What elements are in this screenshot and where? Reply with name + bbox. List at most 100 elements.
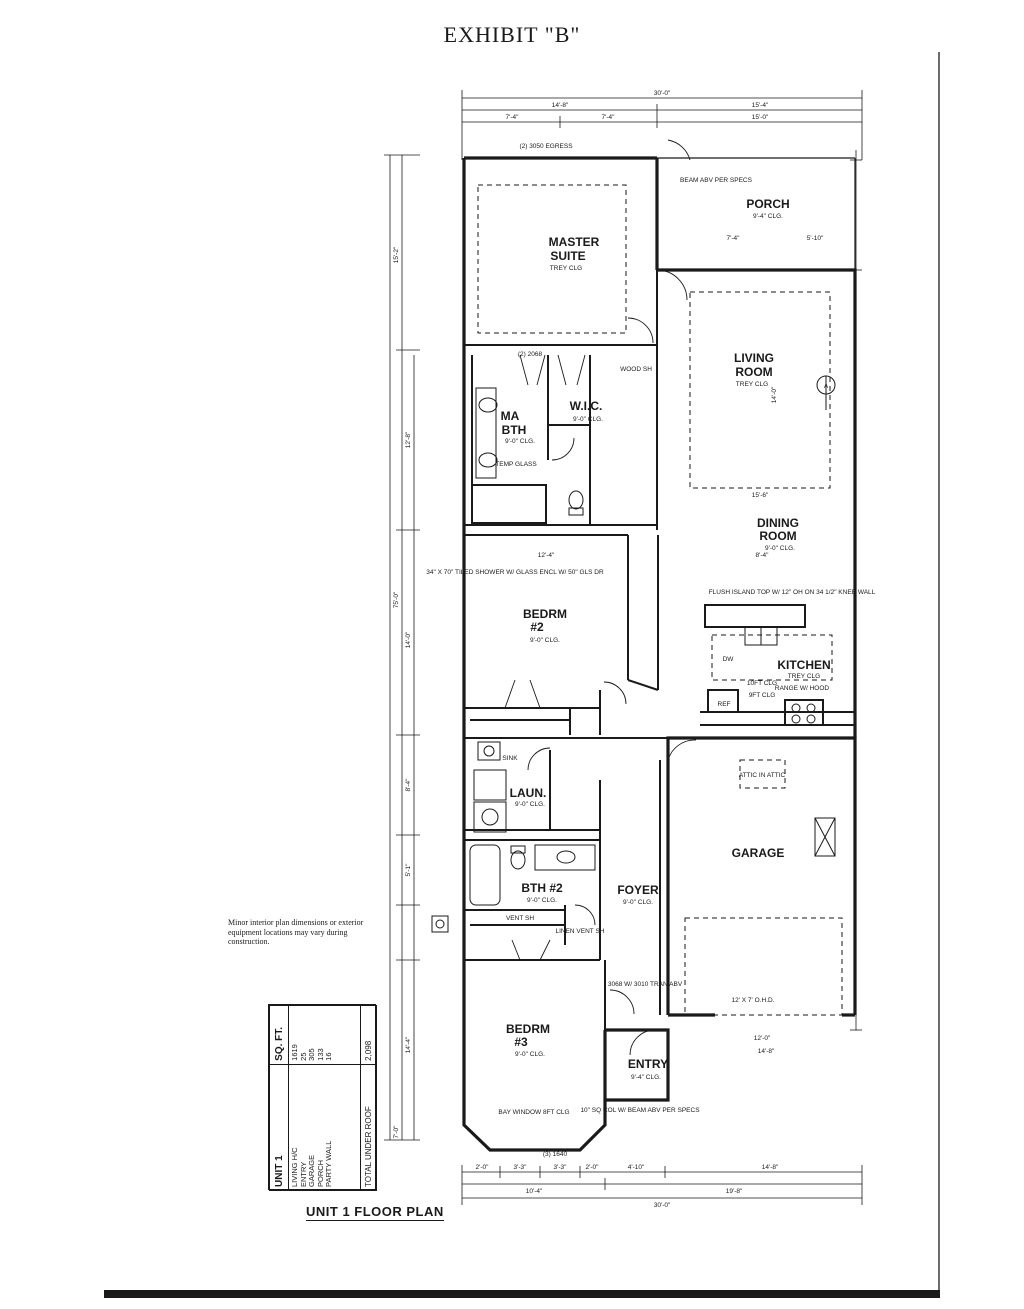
dim-bottom-seg6: 14'-8": [762, 1164, 779, 1171]
dim-bottom-left: 10'-4": [526, 1188, 543, 1195]
sqft-total-label: TOTAL UNDER ROOF: [360, 1064, 377, 1191]
dim-dining-width: 8'-4": [756, 552, 770, 559]
dim-left-3: 14'-0": [405, 631, 412, 648]
label-bth: BTH: [502, 423, 527, 437]
label-laun-clg: 9'-0" CLG.: [515, 801, 545, 808]
note-wood-sh: WOOD SH: [620, 366, 652, 373]
sqft-header-sqft: SQ. FT.: [269, 1005, 289, 1065]
label-bedrm2-num: #2: [530, 620, 544, 634]
note-9ft: 9FT CLG: [749, 692, 776, 699]
note-tempered: TEMP GLASS: [495, 461, 537, 468]
sqft-header-unit: UNIT 1: [269, 1064, 289, 1191]
dim-living-height: 14'-0": [771, 386, 778, 403]
label-living: LIVING: [734, 351, 774, 365]
note-10ft: 10FT CLG: [747, 680, 777, 687]
label-bedrm3-clg: 9'-0" CLG.: [515, 1051, 545, 1058]
dim-bottom-seg3: 3'-3": [554, 1164, 568, 1171]
dim-bedrm2-width: 12'-4": [538, 552, 555, 559]
exterior-walls: [462, 156, 857, 1152]
label-porch-clg: 9'-4" CLG.: [753, 213, 783, 220]
label-bedrm2-clg: 9'-0" CLG.: [530, 637, 560, 644]
dim-overall-bottom: 30'-0": [654, 1202, 671, 1209]
bottom-scan-bar: [104, 1290, 940, 1298]
dim-garage-width2: 14'-8": [758, 1048, 775, 1055]
note-col: 10" SQ COL W/ BEAM ABV PER SPECS: [580, 1107, 700, 1114]
room-labels: MASTER SUITE TREY CLG PORCH 9'-4" CLG. L…: [501, 197, 831, 1081]
dim-top-mid2: 7'-4": [602, 114, 616, 121]
note-shower: 34" X 70" TILED SHOWER W/ GLASS ENCL W/ …: [426, 569, 604, 576]
note-vent-sh: VENT SH: [506, 915, 534, 922]
section-marker-a: A: [824, 383, 829, 390]
dim-porch-width2: 5'-10": [807, 235, 824, 242]
note-window-bd3: (3) 1640: [543, 1151, 568, 1158]
exhibit-title: EXHIBIT "B": [443, 22, 581, 47]
label-entry: ENTRY: [628, 1057, 668, 1071]
note-ref: REF: [718, 701, 731, 708]
note-garage-door: 12' X 7' O.H.D.: [732, 997, 775, 1004]
note-attic: ATTIC IN ATTIC: [739, 772, 786, 779]
page-edge-line: [938, 52, 940, 1292]
dim-bottom-seg2: 3'-3": [514, 1164, 528, 1171]
dim-bottom-seg5: 4'-10": [628, 1164, 645, 1171]
label-wic-clg: 9'-0" CLG.: [573, 416, 603, 423]
interior-walls: [464, 270, 855, 1030]
note-beam: BEAM ABV PER SPECS: [680, 177, 753, 184]
label-garage: GARAGE: [732, 846, 785, 860]
top-dimension-lines: [461, 90, 863, 160]
label-master-suite: SUITE: [550, 249, 585, 263]
note-tran: 3068 W/ 3010 TRAN ABV: [608, 981, 683, 988]
label-bth2-clg: 9'-0" CLG.: [527, 897, 557, 904]
plan-caption: UNIT 1 FLOOR PLAN: [306, 1204, 444, 1221]
label-living-clg: TREY CLG: [736, 381, 768, 388]
label-dining-room: ROOM: [759, 529, 796, 543]
label-entry-clg: 9'-4" CLG.: [631, 1074, 661, 1081]
dim-porch-width: 7'-4": [727, 235, 741, 242]
note-flush-island: FLUSH ISLAND TOP W/ 12" OH ON 34 1/2" KN…: [709, 589, 876, 596]
sqft-values: 1619 25 305 133 16: [288, 1005, 361, 1065]
label-bth2: BTH #2: [521, 881, 563, 895]
label-bedrm2: BEDRM: [523, 607, 567, 621]
label-ma: MA: [501, 409, 520, 423]
dim-left-1: 15'-2": [393, 246, 400, 263]
sqft-labels: LIVING H/C ENTRY GARAGE PORCH PARTY WALL: [288, 1064, 361, 1191]
label-kitchen: KITCHEN: [777, 658, 830, 672]
sqft-total-value: 2,098: [360, 1005, 377, 1065]
note-egress-top: (2) 3050 EGRESS: [519, 143, 573, 150]
dim-left-6: 14'-4": [405, 1036, 412, 1053]
label-bedrm3: BEDRM: [506, 1022, 550, 1036]
dim-left-overall: 75'-0": [393, 591, 400, 608]
trey-ceiling-outlines: [477, 184, 843, 1016]
note-linen: LINEN VENT SH: [555, 928, 604, 935]
dim-overall-top: 30'-0": [654, 90, 671, 97]
dim-top-left2: 7'-4": [506, 114, 520, 121]
dim-bottom-right: 19'-8": [726, 1188, 743, 1195]
label-ma-bth-clg: 9'-0" CLG.: [505, 438, 535, 445]
label-dining: DINING: [757, 516, 799, 530]
dim-left-7: 7'-0": [393, 1125, 400, 1139]
note-range: RANGE W/ HOOD: [775, 685, 829, 692]
dim-top-right2: 15'-0": [752, 114, 769, 121]
label-foyer: FOYER: [617, 883, 659, 897]
dim-living-width: 15'-6": [752, 492, 769, 499]
label-master-clg: TREY CLG: [550, 265, 582, 272]
dim-left-2: 12'-8": [405, 431, 412, 448]
label-master: MASTER: [549, 235, 600, 249]
note-bay-window: BAY WINDOW 8FT CLG: [498, 1109, 569, 1116]
note-sink: SINK: [502, 755, 518, 762]
bottom-dimension-lines: [461, 1165, 863, 1205]
dim-top-right: 15'-4": [752, 102, 769, 109]
label-living-room: ROOM: [735, 365, 772, 379]
dim-garage-width: 12'-0": [754, 1035, 771, 1042]
interior-dimensions: 15'-6" 14'-0" 12'-0" 14'-8" 12'-4" 8'-4"…: [538, 235, 824, 1055]
construction-note: Minor interior plan dimensions or exteri…: [228, 918, 364, 946]
label-bedrm3-num: #3: [514, 1035, 528, 1049]
dim-bottom-seg4: 2'-0": [586, 1164, 600, 1171]
note-window-2068: (2) 2068: [518, 351, 543, 358]
label-wic: W.I.C.: [570, 399, 603, 413]
door-swings: [504, 139, 697, 1056]
label-porch: PORCH: [746, 197, 789, 211]
dim-left-4: 8'-4": [405, 778, 412, 792]
label-laun: LAUN.: [510, 786, 547, 800]
dim-left-5: 5'-1": [405, 863, 412, 877]
